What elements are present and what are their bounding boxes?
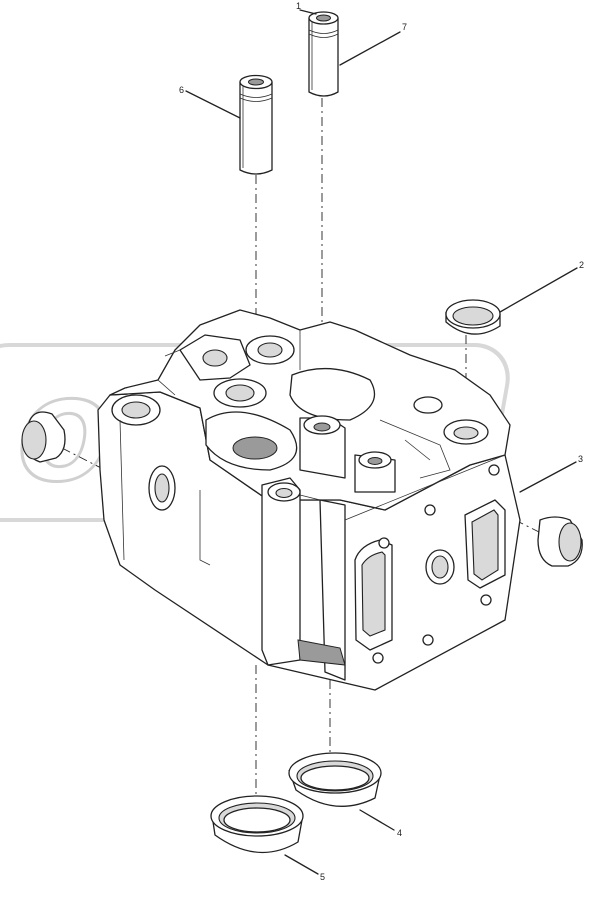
callout-3: 3: [578, 454, 583, 464]
leader-lines: [185, 9, 578, 875]
callout-7: 7: [402, 22, 407, 32]
valve-guide-part-7: [308, 11, 339, 97]
plug-part-2: [445, 299, 501, 335]
seat-ring-part-4: [288, 752, 382, 807]
callout-4: 4: [397, 828, 402, 838]
callout-2: 2: [579, 260, 584, 270]
callout-6: 6: [179, 85, 184, 95]
side-plug-left: [21, 411, 66, 463]
callout-1: 1: [296, 1, 301, 11]
callout-labels: 1 2 3 4 5 6 7: [179, 1, 584, 882]
cylinder-head-part-3: [97, 309, 521, 691]
side-plug-right: [537, 516, 583, 567]
valve-guide-part-6: [239, 74, 273, 175]
callout-5: 5: [320, 872, 325, 882]
seat-ring-part-5: [210, 795, 304, 854]
